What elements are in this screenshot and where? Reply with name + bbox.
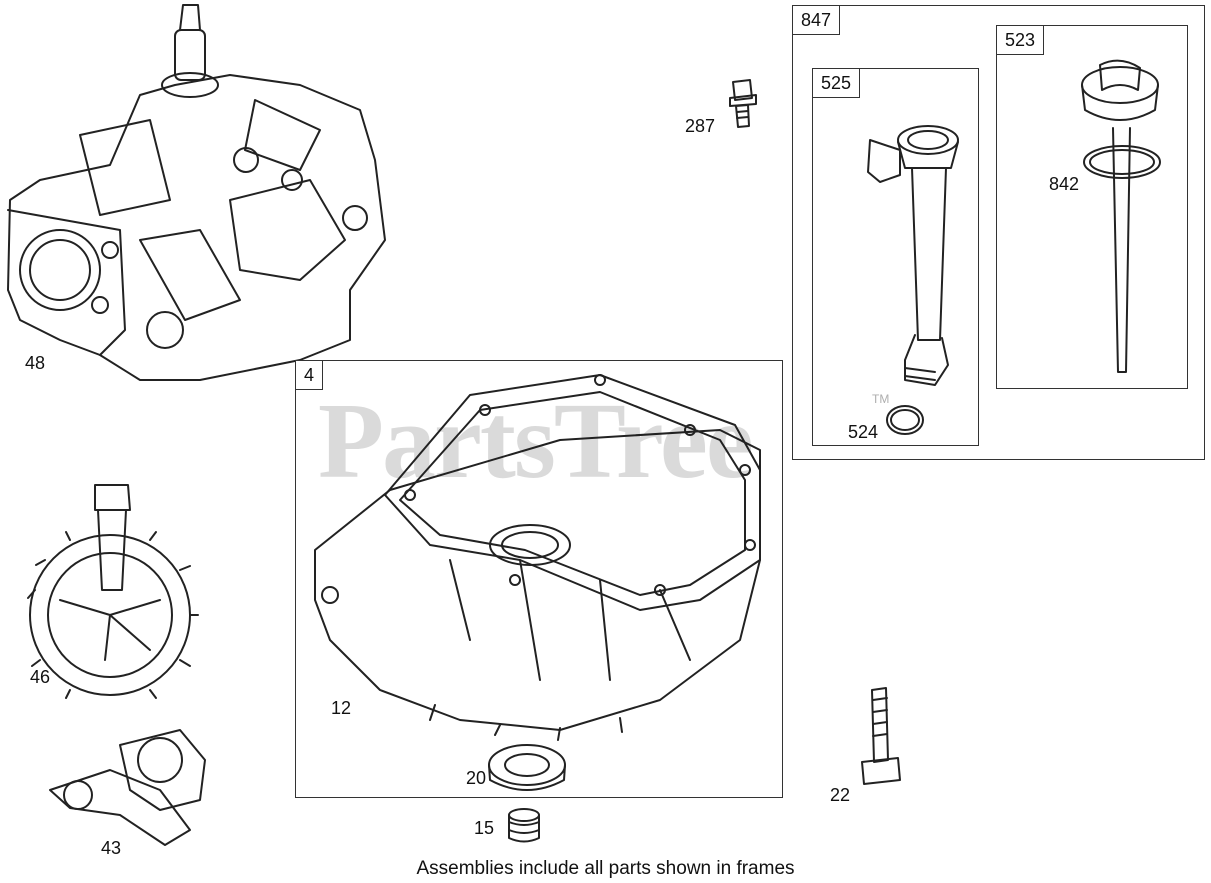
dipstick-part-523	[1081, 59, 1161, 373]
part-label-12: 12	[331, 698, 352, 718]
part-label-15: 15	[474, 818, 495, 838]
assemblies-note: Assemblies include all parts shown in fr…	[416, 858, 795, 879]
frame-523: 523	[996, 25, 1188, 389]
part-label-46: 46	[30, 667, 51, 687]
frame-525-tag: 525	[812, 68, 861, 98]
watermark-trademark: TM	[872, 392, 890, 406]
frame-847: 847	[792, 5, 1205, 460]
dipstick-tube-part-525	[867, 125, 959, 435]
part-label-287: 287	[685, 116, 716, 136]
bolt-part-287	[729, 79, 757, 128]
frame-525: 525	[812, 68, 979, 446]
part-label-20: 20	[466, 768, 487, 788]
bolt-part-22	[861, 687, 901, 785]
cam-gear-part-46	[27, 484, 199, 699]
frame-4-tag: 4	[295, 360, 324, 390]
governor-part-43	[49, 729, 206, 846]
part-label-43: 43	[101, 838, 122, 858]
frame-523-tag: 523	[996, 25, 1045, 55]
part-label-48: 48	[25, 353, 46, 373]
part-label-524: 524	[848, 422, 879, 442]
part-label-22: 22	[830, 785, 851, 805]
part-label-842: 842	[1049, 174, 1080, 194]
sump-part-12	[314, 374, 761, 741]
plug-part-15	[508, 808, 540, 843]
seal-part-20	[488, 744, 566, 791]
engine-block-part-48	[7, 4, 386, 381]
frame-847-tag: 847	[792, 5, 841, 35]
frame-4: 4	[295, 360, 783, 798]
